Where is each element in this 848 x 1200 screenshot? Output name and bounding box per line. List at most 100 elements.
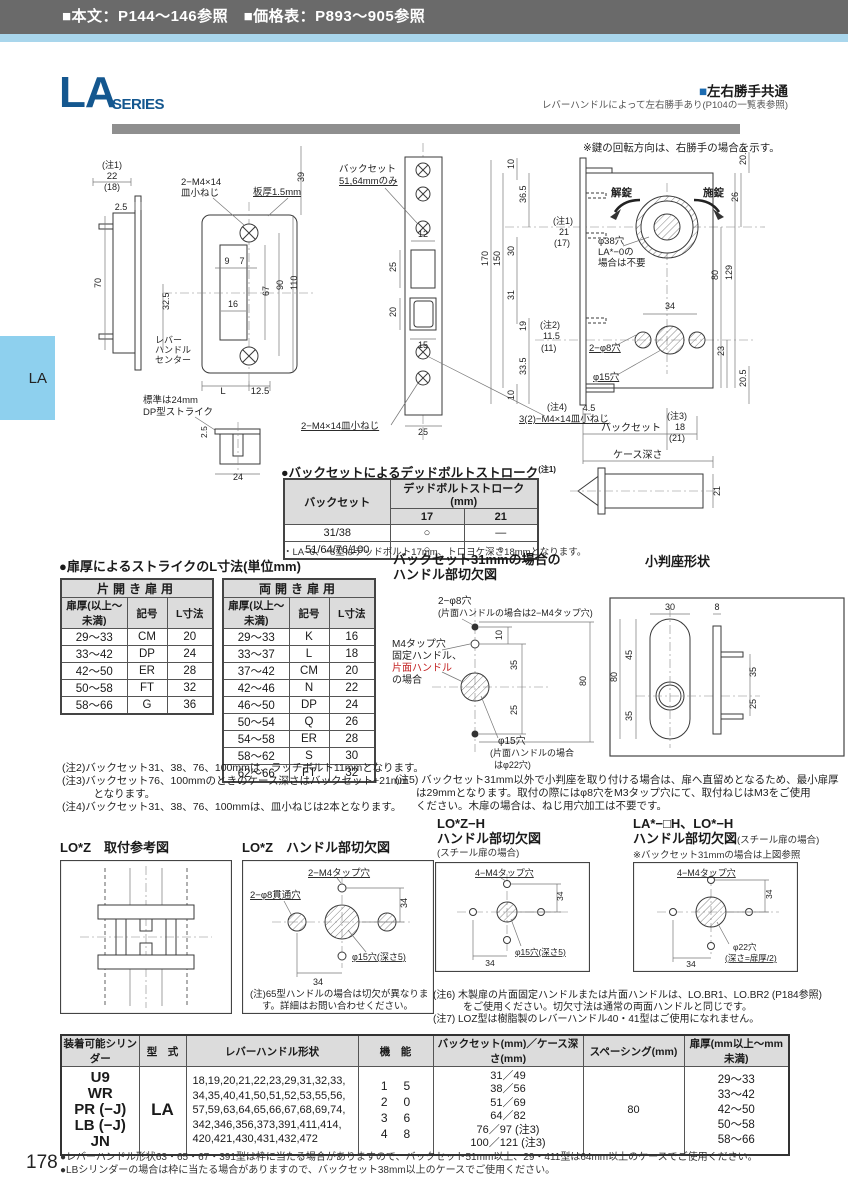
list-item: (注4)バックセット31、38、76、100mmは、皿小ねじは2本となります。 bbox=[62, 801, 402, 813]
technical-drawing-main: (注1)22(18)2.57032.5レバーハンドルセンター2−M4×14皿小ね… bbox=[92, 141, 780, 515]
side-index-tab: LA bbox=[0, 336, 55, 420]
dim-label: 8 bbox=[714, 602, 719, 612]
dim-label: 15 bbox=[418, 340, 428, 350]
dim-label: 34 bbox=[555, 891, 565, 901]
table-cell: 28 bbox=[328, 730, 376, 748]
col-header-handle-shape: レバーハンドル形状 bbox=[185, 1034, 359, 1067]
loz-ref-title: LO*Z 取付参考図 bbox=[60, 840, 170, 855]
dim-label: (注1) bbox=[102, 159, 122, 170]
table-cell: DP bbox=[288, 696, 330, 714]
table-cell: 18 bbox=[328, 645, 376, 663]
list-item: (注7) LOZ型は樹脂製のレバーハンドル40・41型はご使用になれません。 bbox=[433, 1014, 760, 1025]
table-cell: 54～58 bbox=[222, 730, 290, 748]
dim-label: 場合は不要 bbox=[598, 257, 646, 269]
table-cell: 58～66 bbox=[60, 696, 128, 715]
dim-label: (深さ=扉厚/2) bbox=[725, 953, 777, 963]
table-cell: 16 bbox=[328, 628, 376, 646]
dim-label: 2−M4×14 bbox=[181, 177, 221, 188]
col-header-door-thickness: 扉厚(mm以上～mm未満) bbox=[683, 1034, 790, 1067]
table-cell: 42～50 bbox=[60, 662, 128, 680]
col-header-symbol: 記号 bbox=[126, 597, 168, 629]
dim-label: ※鍵の回転方向は、右勝手の場合を示す。 bbox=[583, 141, 780, 154]
dim-label: ハンドル bbox=[155, 345, 191, 355]
col-header-backset-case: バックセット(mm)／ケース深さ(mm) bbox=[432, 1034, 584, 1067]
notes67: (注6) 木製扉の片面固定ハンドルまたは片面ハンドルは、LO.BR1、LO.BR… bbox=[433, 990, 822, 1026]
col-header-l-dim: L寸法 bbox=[166, 597, 214, 629]
dim-label: 板厚1.5mm bbox=[253, 186, 301, 198]
dim-label: 23 bbox=[716, 346, 726, 356]
dim-label: 21 bbox=[559, 227, 569, 237]
table-cell: 51/64/76/100 bbox=[283, 541, 391, 560]
table-cell: 36 bbox=[166, 696, 214, 715]
dim-label: DP型ストライク bbox=[143, 407, 213, 418]
list-item: ●LBシリンダーの場合は枠に当たる場合がありますので、バックセット38mm以上の… bbox=[60, 1164, 556, 1176]
dim-label: 10 bbox=[494, 630, 504, 640]
list-item: (注6) 木製扉の片面固定ハンドルまたは片面ハンドルは、LO.BR1、LO.BR… bbox=[433, 990, 822, 1001]
stroke-table-title: ●バックセットによるデッドボルトストローク(注1) bbox=[281, 464, 556, 480]
dim-label: 18 bbox=[675, 422, 685, 432]
spec-table: 装着可能シリンダー 型 式 レバーハンドル形状 機 能 バックセット(mm)／ケ… bbox=[60, 1034, 790, 1156]
list-item: 64／82 bbox=[490, 1110, 526, 1123]
page-footnotes: ●レバーハンドル形状63・65・67・391型は枠に当たる場合がありますので、バ… bbox=[60, 1152, 758, 1177]
list-item: ください。木扉の場合は、ねじ用穴加工は不要です。 bbox=[395, 800, 667, 812]
dim-label: 4−M4タップ穴 bbox=[677, 867, 736, 878]
dim-label: ケース深さ bbox=[613, 449, 663, 461]
list-item: 420,421,430,431,432,472 bbox=[192, 1133, 318, 1145]
col-header-function: 機 能 bbox=[357, 1034, 434, 1067]
stroke-table-note: ・LA−6、−8型はデッドボルト17mm、トロヨケ深さ18mmとなります。 bbox=[283, 547, 587, 558]
list-item: 50～58 bbox=[717, 1118, 755, 1131]
col-header-cylinder: 装着可能シリンダー bbox=[60, 1034, 140, 1067]
lozh-title: LO*Z−H ハンドル部切欠図 (スチール扉の場合) bbox=[437, 816, 542, 859]
list-item: 38／56 bbox=[490, 1083, 526, 1096]
technical-drawing-cutout31: 2−φ8穴(片面ハンドルの場合は2−M4タップ穴)M4タップ穴固定ハンドル、片面… bbox=[392, 594, 594, 770]
table-cell: ○ bbox=[389, 541, 465, 560]
dim-label: 39 bbox=[296, 172, 306, 182]
list-item: 76／97 (注3) bbox=[476, 1123, 540, 1136]
dim-label: 12 bbox=[418, 229, 428, 239]
dim-label: バックセット bbox=[601, 422, 661, 434]
list-item: 42～50 bbox=[717, 1103, 755, 1116]
table-cell: K bbox=[288, 628, 330, 646]
list-item: LB (−J) bbox=[74, 1117, 126, 1135]
table-cell: 33～42 bbox=[60, 645, 128, 663]
dim-label: 35 bbox=[509, 660, 519, 670]
dim-label: φ15穴(深さ5) bbox=[515, 947, 566, 957]
col-header-door-thickness: 扉厚(以上～未満) bbox=[60, 597, 128, 629]
list-item: 342,346,356,373,391,411,414, bbox=[192, 1118, 342, 1131]
dim-label: 150 bbox=[492, 251, 502, 266]
list-item: 1 bbox=[380, 1079, 388, 1094]
dim-label: LA*−0の bbox=[598, 247, 634, 258]
dim-label: (片面ハンドルの場合は2−M4タップ穴) bbox=[438, 607, 593, 618]
list-item: 100／121 (注3) bbox=[470, 1137, 546, 1150]
list-item: JN bbox=[90, 1133, 110, 1151]
page-number: 178 bbox=[26, 1152, 58, 1173]
list-item: 0 bbox=[403, 1095, 411, 1110]
table-cell: ○ bbox=[463, 541, 539, 560]
dim-label: 解錠 bbox=[610, 186, 632, 199]
dim-label: 20 bbox=[388, 307, 398, 317]
dim-label: (11) bbox=[541, 343, 556, 353]
dim-label: 4.5 bbox=[583, 403, 596, 413]
dim-label: 25 bbox=[748, 699, 758, 709]
list-item: 4 bbox=[380, 1127, 388, 1142]
caption-double-door: 両開き扉用 bbox=[222, 578, 376, 598]
dim-label: 2−φ8貫通穴 bbox=[250, 889, 301, 901]
table-cell: 28 bbox=[166, 662, 214, 680]
dim-label: 51,64mmのみ bbox=[339, 176, 398, 187]
dim-label: φ15穴(深さ5) bbox=[352, 951, 406, 962]
dim-label: 32.5 bbox=[161, 292, 171, 310]
dim-label: 7 bbox=[239, 256, 244, 266]
table-cell: 31/38 bbox=[283, 524, 391, 542]
list-item: をご使用ください。切欠寸法は通常の両面ハンドルと同じです。 bbox=[433, 1002, 752, 1013]
dim-label: 11.5 bbox=[543, 331, 560, 341]
